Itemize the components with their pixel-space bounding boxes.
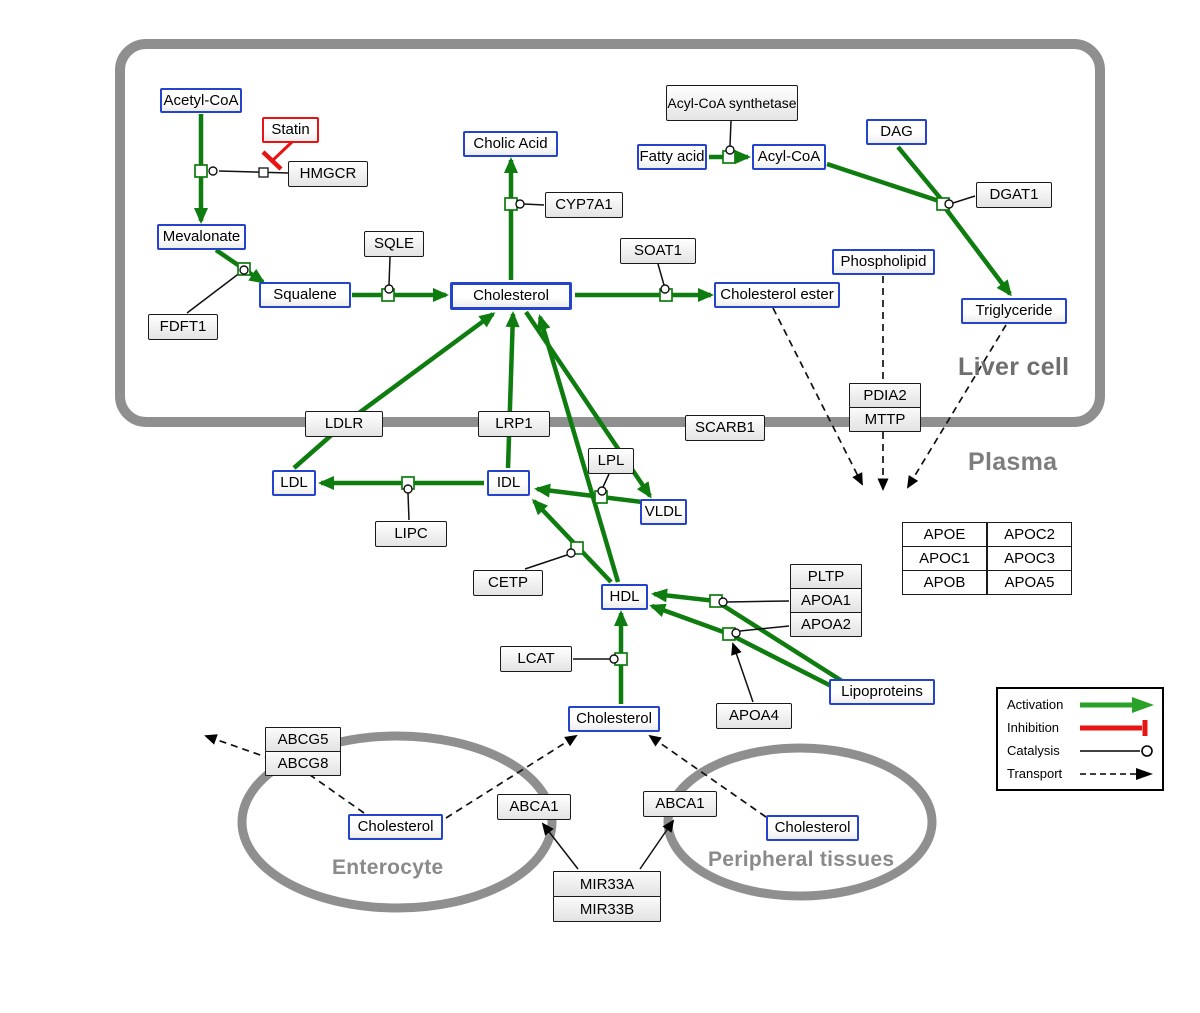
enterocyte-outline [237,731,557,913]
node-lipc[interactable]: LIPC [375,521,447,547]
node-cholic-acid[interactable]: Cholic Acid [463,131,558,157]
node-mttp[interactable]: MTTP [849,407,921,432]
node-dag[interactable]: DAG [866,119,927,145]
node-apoc1[interactable]: APOC1 [902,546,987,571]
node-cholesterol-liver[interactable]: Cholesterol [450,282,572,310]
legend-item-catalysis: Catalysis [998,739,1162,762]
node-cetp[interactable]: CETP [473,570,543,596]
node-abca1-peripheral[interactable]: ABCA1 [643,791,717,817]
node-abca1-enterocyte[interactable]: ABCA1 [497,794,571,820]
node-pltp[interactable]: PLTP [790,564,862,589]
node-apob[interactable]: APOB [902,570,987,595]
stack-pltp-apoa1-apoa2: PLTP APOA1 APOA2 [790,564,862,637]
stack-mir33a-mir33b: MIR33A MIR33B [553,871,661,922]
legend-transport-label: Transport [1007,766,1063,781]
compartment-shapes [115,39,1105,913]
node-abcg5[interactable]: ABCG5 [265,727,341,752]
node-apoa2[interactable]: APOA2 [790,612,862,637]
inhibition-edge [261,140,294,171]
stack-pdia2-mttp: PDIA2 MTTP [849,383,921,432]
node-fatty-acid[interactable]: Fatty acid [637,144,707,170]
node-lipoproteins[interactable]: Lipoproteins [829,679,935,705]
legend-item-activation: Activation [998,693,1162,716]
node-apoa1[interactable]: APOA1 [790,588,862,613]
node-mevalonate[interactable]: Mevalonate [157,224,246,250]
legend: Activation Inhibition Catalysis Transpor… [996,687,1164,791]
node-lpl[interactable]: LPL [588,448,634,474]
node-apoe[interactable]: APOE [902,522,987,547]
plasma-label: Plasma [968,448,1058,476]
node-statin[interactable]: Statin [262,117,319,143]
catalysis-edges [186,120,976,870]
node-sqle[interactable]: SQLE [364,231,424,257]
node-triglyceride[interactable]: Triglyceride [961,298,1067,324]
node-mir33b[interactable]: MIR33B [553,896,661,922]
node-acetyl-coa[interactable]: Acetyl-CoA [160,88,242,113]
legend-activation-label: Activation [1007,697,1064,712]
node-cholesterol-enterocyte[interactable]: Cholesterol [348,814,443,840]
node-lcat[interactable]: LCAT [500,646,572,672]
inhibition-tbar-icon [1080,719,1148,736]
node-hdl[interactable]: HDL [601,584,648,610]
liver-cell-label: Liver cell [958,353,1070,381]
node-squalene[interactable]: Squalene [259,282,351,308]
node-idl[interactable]: IDL [487,470,530,496]
node-scarb1[interactable]: SCARB1 [685,415,765,441]
apolipoprotein-table: APOE APOC2 APOC1 APOC3 APOB APOA5 [902,522,1073,595]
node-acyl-coa-synthetase[interactable]: Acyl-CoA synthetase [666,85,798,121]
node-ldlr[interactable]: LDLR [305,411,383,437]
node-apoa4[interactable]: APOA4 [716,703,792,729]
liver-cell-outline [115,39,1105,427]
activation-arrow-icon [1080,696,1154,713]
node-pdia2[interactable]: PDIA2 [849,383,921,408]
node-soat1[interactable]: SOAT1 [620,238,696,264]
node-cholesterol-plasma[interactable]: Cholesterol [568,706,660,732]
enterocyte-label: Enterocyte [332,856,444,879]
node-hmgcr[interactable]: HMGCR [288,161,368,187]
catalysis-circle-icon [1080,744,1153,757]
node-abcg8[interactable]: ABCG8 [265,751,341,776]
transport-dashed-arrow-icon [1080,767,1153,780]
node-apoa5[interactable]: APOA5 [987,570,1072,595]
node-apoc3[interactable]: APOC3 [987,546,1072,571]
node-cyp7a1[interactable]: CYP7A1 [545,192,623,218]
node-fdft1[interactable]: FDFT1 [148,314,218,340]
node-acyl-coa[interactable]: Acyl-CoA [752,144,826,170]
node-apoc2[interactable]: APOC2 [987,522,1072,547]
legend-inhibition-label: Inhibition [1007,720,1060,735]
catalysis-circles [208,145,954,664]
node-ldl[interactable]: LDL [272,470,316,496]
stack-abcg5-abcg8: ABCG5 ABCG8 [265,727,341,776]
node-vldl[interactable]: VLDL [640,499,687,525]
legend-item-inhibition: Inhibition [998,716,1162,739]
node-cholesterol-ester[interactable]: Cholesterol ester [714,282,840,308]
node-cholesterol-peripheral[interactable]: Cholesterol [766,815,859,841]
node-phospholipid[interactable]: Phospholipid [832,249,935,275]
legend-item-transport: Transport [998,762,1162,785]
legend-catalysis-label: Catalysis [1007,743,1060,758]
node-dgat1[interactable]: DGAT1 [976,182,1052,208]
node-mir33a[interactable]: MIR33A [553,871,661,897]
node-lrp1[interactable]: LRP1 [478,411,550,437]
peripheral-tissues-label: Peripheral tissues [708,848,895,871]
